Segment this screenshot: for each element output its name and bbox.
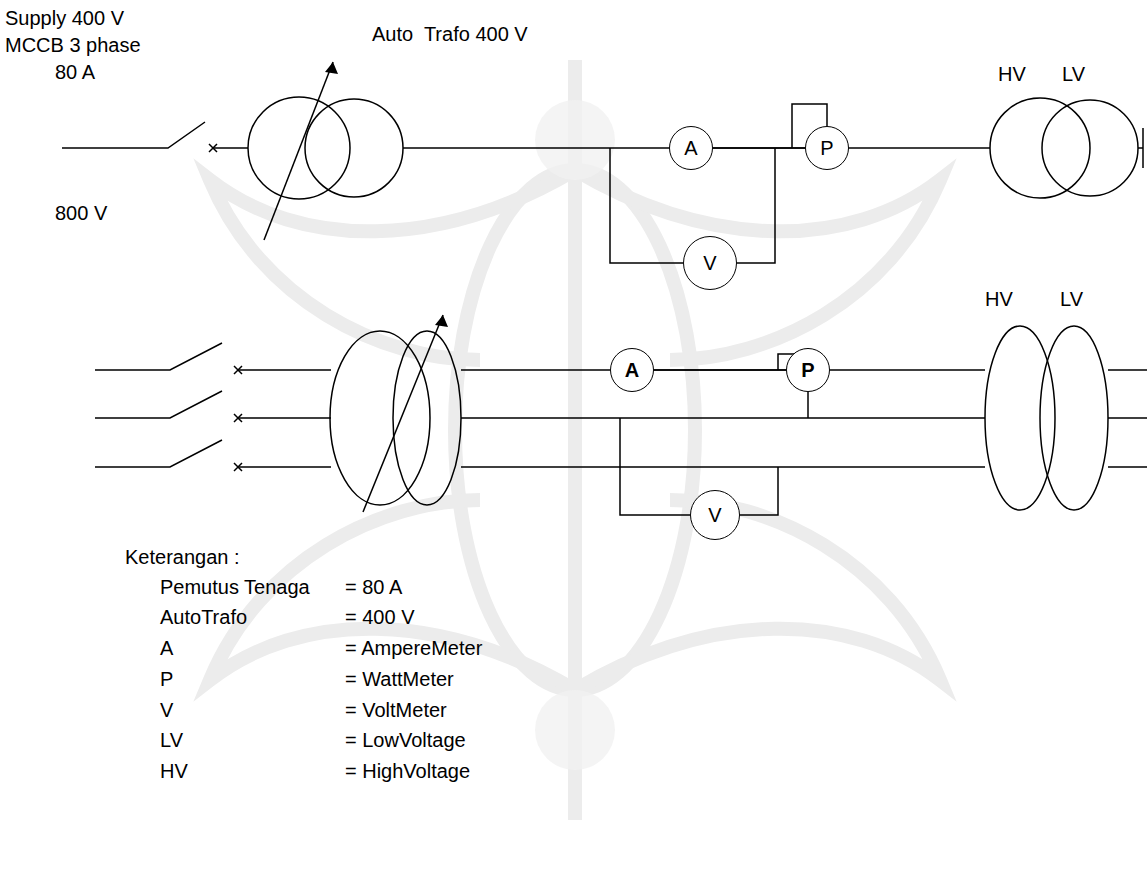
key-value: = LowVoltage (345, 728, 466, 752)
autotransformer-label: Auto Trafo 400 V (372, 22, 528, 46)
key-value: = 400 V (345, 605, 415, 629)
key-term: A (160, 636, 173, 660)
meter-letter: A (625, 359, 639, 381)
winding-label: LV (1062, 62, 1085, 86)
key-term: HV (160, 759, 188, 783)
key-term: AutoTrafo (160, 605, 247, 629)
meter-letter: V (708, 504, 721, 526)
key-term: Pemutus Tenaga (160, 575, 310, 599)
breaker-rating: 80 A (55, 60, 95, 84)
winding-label: HV (985, 287, 1013, 311)
key-value: = HighVoltage (345, 759, 470, 783)
meter-letter: V (703, 252, 716, 274)
watt-meter: P (805, 126, 849, 170)
key-term: P (160, 667, 173, 691)
wire (713, 148, 805, 149)
key-value: = WattMeter (345, 667, 454, 691)
key-value: = 80 A (345, 575, 402, 599)
wire (654, 370, 786, 371)
ampere-meter: A (610, 348, 654, 392)
key-value: = VoltMeter (345, 698, 447, 722)
legend-heading: Keterangan : (125, 545, 240, 569)
meter-letter: P (820, 137, 833, 159)
breaker-label: MCCB 3 phase (5, 33, 141, 57)
voltage-label: 800 V (55, 201, 107, 225)
key-term: LV (160, 728, 183, 752)
winding-label: HV (998, 62, 1026, 86)
watt-meter: P (786, 348, 830, 392)
volt-meter: V (683, 236, 737, 290)
winding-label: LV (1060, 287, 1083, 311)
supply-label: Supply 400 V (5, 6, 124, 30)
meter-letter: P (801, 359, 814, 381)
meter-letter: A (684, 137, 697, 159)
ampere-meter: A (669, 126, 713, 170)
key-value: = AmpereMeter (345, 636, 482, 660)
volt-meter: V (690, 490, 740, 540)
key-term: V (160, 698, 173, 722)
